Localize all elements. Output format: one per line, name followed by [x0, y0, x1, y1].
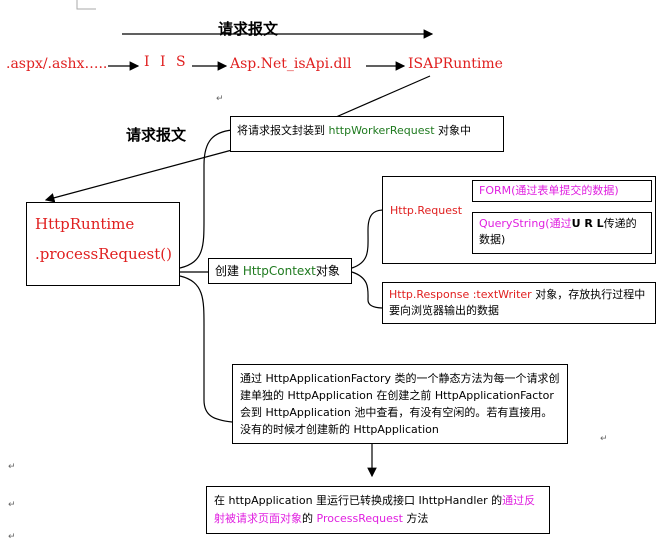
handler-mid: 的 [302, 512, 317, 525]
application-factory-box: 通过 HttpApplicationFactory 类的一个静态方法为每一个请求… [232, 364, 568, 444]
querystring-box: QueryString(通过U R L传递的数据) [472, 212, 652, 254]
brace-bottom [179, 275, 233, 423]
corner-mark [76, 0, 96, 10]
runtime-line1: HttpRuntime [35, 215, 135, 233]
paragraph-mark: ↵ [8, 500, 16, 510]
wrap-class: httpWorkerRequest [328, 124, 435, 137]
paragraph-mark: ↵ [8, 532, 16, 542]
paragraph-mark: ↵ [216, 94, 224, 104]
qs-q: Q [479, 217, 488, 230]
response-text: 对象，存放执行过程中要向浏览器输出的数据 [389, 288, 646, 317]
httpcontext-box: 创建 HttpContext对象 [208, 258, 352, 284]
httpruntime-box: HttpRuntime .processRequest() [26, 202, 180, 286]
brace-top [179, 129, 233, 269]
handler-prefix: 在 httpApplication 里运行已转换成接口 IhttpHandler… [214, 494, 503, 507]
pipeline-step-aspx: .aspx/.ashx….. [6, 56, 108, 72]
ctx-prefix: 创建 [215, 264, 243, 278]
ctx-suffix: 对象 [315, 264, 340, 278]
runtime-line2: .processRequest() [35, 245, 172, 263]
paragraph-mark: ↵ [600, 434, 608, 444]
form-text: FORM(通过表单提交的数据) [479, 184, 619, 197]
http-response-box: Http.Response :textWriter 对象，存放执行过程中要向浏览… [382, 282, 656, 324]
ctx-brace-top [351, 209, 385, 269]
response-label: Http.Response [389, 288, 470, 301]
pipeline-step-isapi: Asp.Net_isApi.dll [230, 56, 352, 72]
form-box: FORM(通过表单提交的数据) [472, 180, 652, 202]
factory-text: 通过 HttpApplicationFactory 类的一个静态方法为每一个请求… [240, 372, 560, 436]
ctx-brace-bottom [351, 271, 385, 309]
pipeline-step-isapruntime: ISAPRuntime [408, 56, 503, 72]
qs-url: U R L [571, 217, 604, 230]
handler-highlight: 通过反射被请求页面对象 [214, 494, 536, 525]
request-label: Http.Request [390, 204, 463, 217]
qs-end: 传递的数据) [479, 217, 637, 246]
pipeline-step-iis: I I S [144, 54, 189, 70]
handler-box: 在 httpApplication 里运行已转换成接口 IhttpHandler… [206, 486, 550, 534]
wrap-prefix: 将请求报文封装到 [237, 124, 329, 137]
ctx-class: HttpContext [242, 264, 316, 278]
handler-suffix: 方法 [402, 512, 429, 525]
wrap-suffix: 对象中 [434, 124, 472, 137]
wrap-request-box: 将请求报文封装到 httpWorkerRequest 对象中 [230, 116, 504, 152]
request-label: 请求报文 [126, 126, 187, 144]
paragraph-mark: ↵ [8, 462, 16, 472]
response-sep: :textWriter [469, 288, 536, 301]
pipeline-header: 请求报文 [218, 20, 279, 38]
handler-method: ProcessRequest [316, 512, 403, 525]
qs-rest: ueryString(通过 [487, 217, 572, 230]
arrow-wrap-runtime [44, 149, 233, 203]
